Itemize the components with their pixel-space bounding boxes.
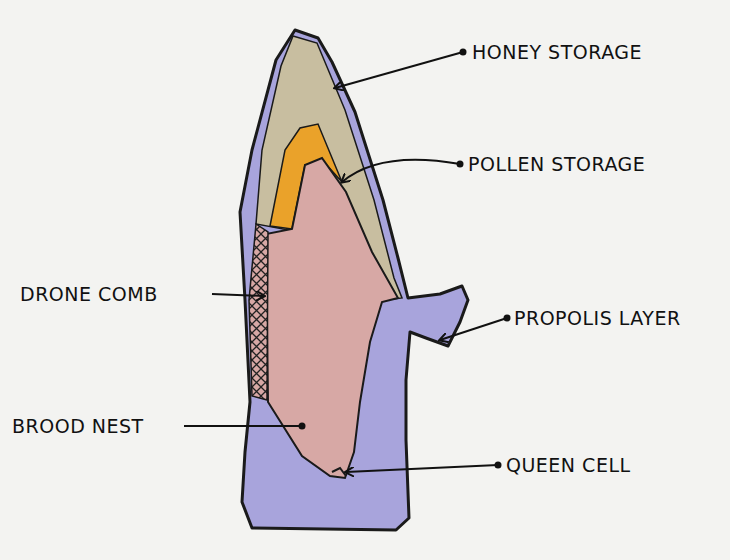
part-label: POLLEN STORAGE	[468, 154, 645, 175]
leader-dot	[460, 49, 467, 56]
leader-line	[440, 318, 507, 340]
brood-region	[266, 158, 398, 478]
part-label: PROPOLIS LAYER	[514, 308, 681, 329]
leader-dot	[299, 423, 306, 430]
part-label: BROOD NEST	[12, 416, 144, 437]
leader-line	[346, 465, 498, 472]
leader-line	[342, 160, 460, 182]
propolis-region	[240, 30, 468, 530]
part-label: QUEEN CELL	[506, 455, 631, 476]
drone-comb-region	[249, 224, 268, 400]
leader-dot	[504, 315, 511, 322]
part-label: DRONE COMB	[20, 284, 158, 305]
leader-line	[184, 425, 302, 427]
leader-line	[335, 52, 463, 88]
part-label: HONEY STORAGE	[472, 42, 642, 63]
leader-dot	[457, 161, 464, 168]
leader-line	[212, 294, 264, 296]
queen-cell-mark	[332, 468, 346, 476]
leader-dot	[495, 462, 502, 469]
